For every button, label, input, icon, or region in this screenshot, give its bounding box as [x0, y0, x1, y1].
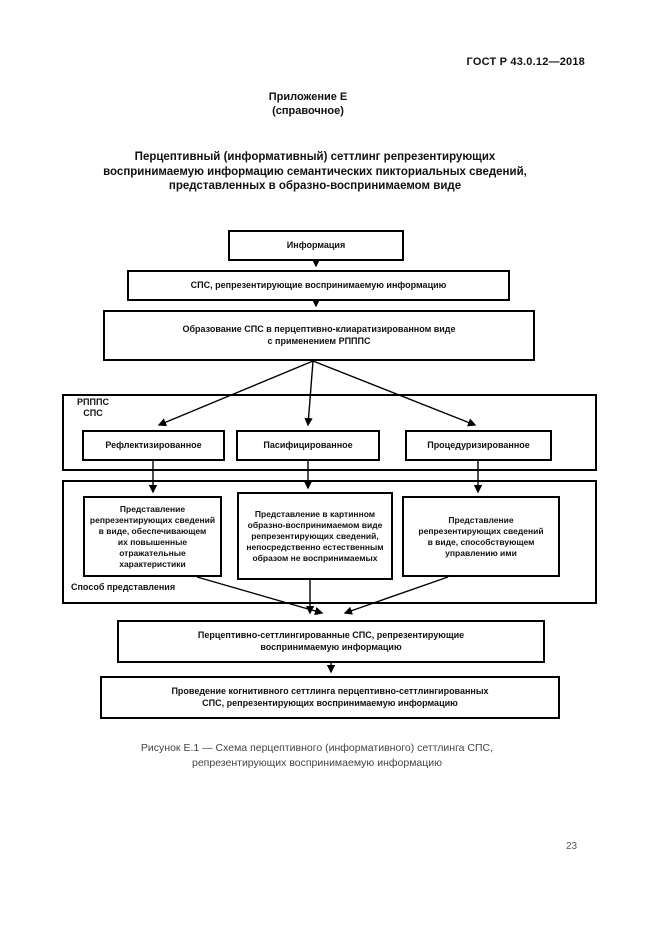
group-representation-method-label: Способ представления	[71, 582, 176, 592]
node-settled-sps: Перцептивно-сеттлингированные СПС, репре…	[117, 620, 545, 663]
node-representation-pictorial: Представление в картинном образно-воспри…	[237, 492, 393, 580]
group-representation-method	[62, 480, 597, 604]
figure-caption: Рисунок Е.1 — Схема перцептивного (инфор…	[140, 742, 494, 769]
group-rppps-sps-label: РПППС СПС	[77, 397, 109, 418]
doc-number: ГОСТ Р 43.0.12—2018	[466, 56, 585, 68]
node-procedurized: Процедуризированное	[405, 430, 552, 461]
page-number: 23	[566, 841, 578, 852]
appendix-heading: Приложение Е (справочное)	[268, 91, 348, 117]
node-sps-representing: СПС, репрезентирующие воспринимаемую инф…	[127, 270, 510, 301]
node-reflectized: Рефлектизированное	[82, 430, 225, 461]
node-sps-formation: Образование СПС в перцептивно-клиаратизи…	[103, 310, 535, 361]
page-title: Перцептивный (информативный) сеттлинг ре…	[103, 151, 527, 192]
node-pacified: Пасифицированное	[236, 430, 380, 461]
node-representation-control: Представление репрезентирующих сведений …	[402, 496, 560, 577]
node-information: Информация	[228, 230, 404, 261]
node-representation-reflective: Представление репрезентирующих сведений …	[83, 496, 222, 577]
node-cognitive-settling: Проведение когнитивного сеттлинга перцеп…	[100, 676, 560, 719]
